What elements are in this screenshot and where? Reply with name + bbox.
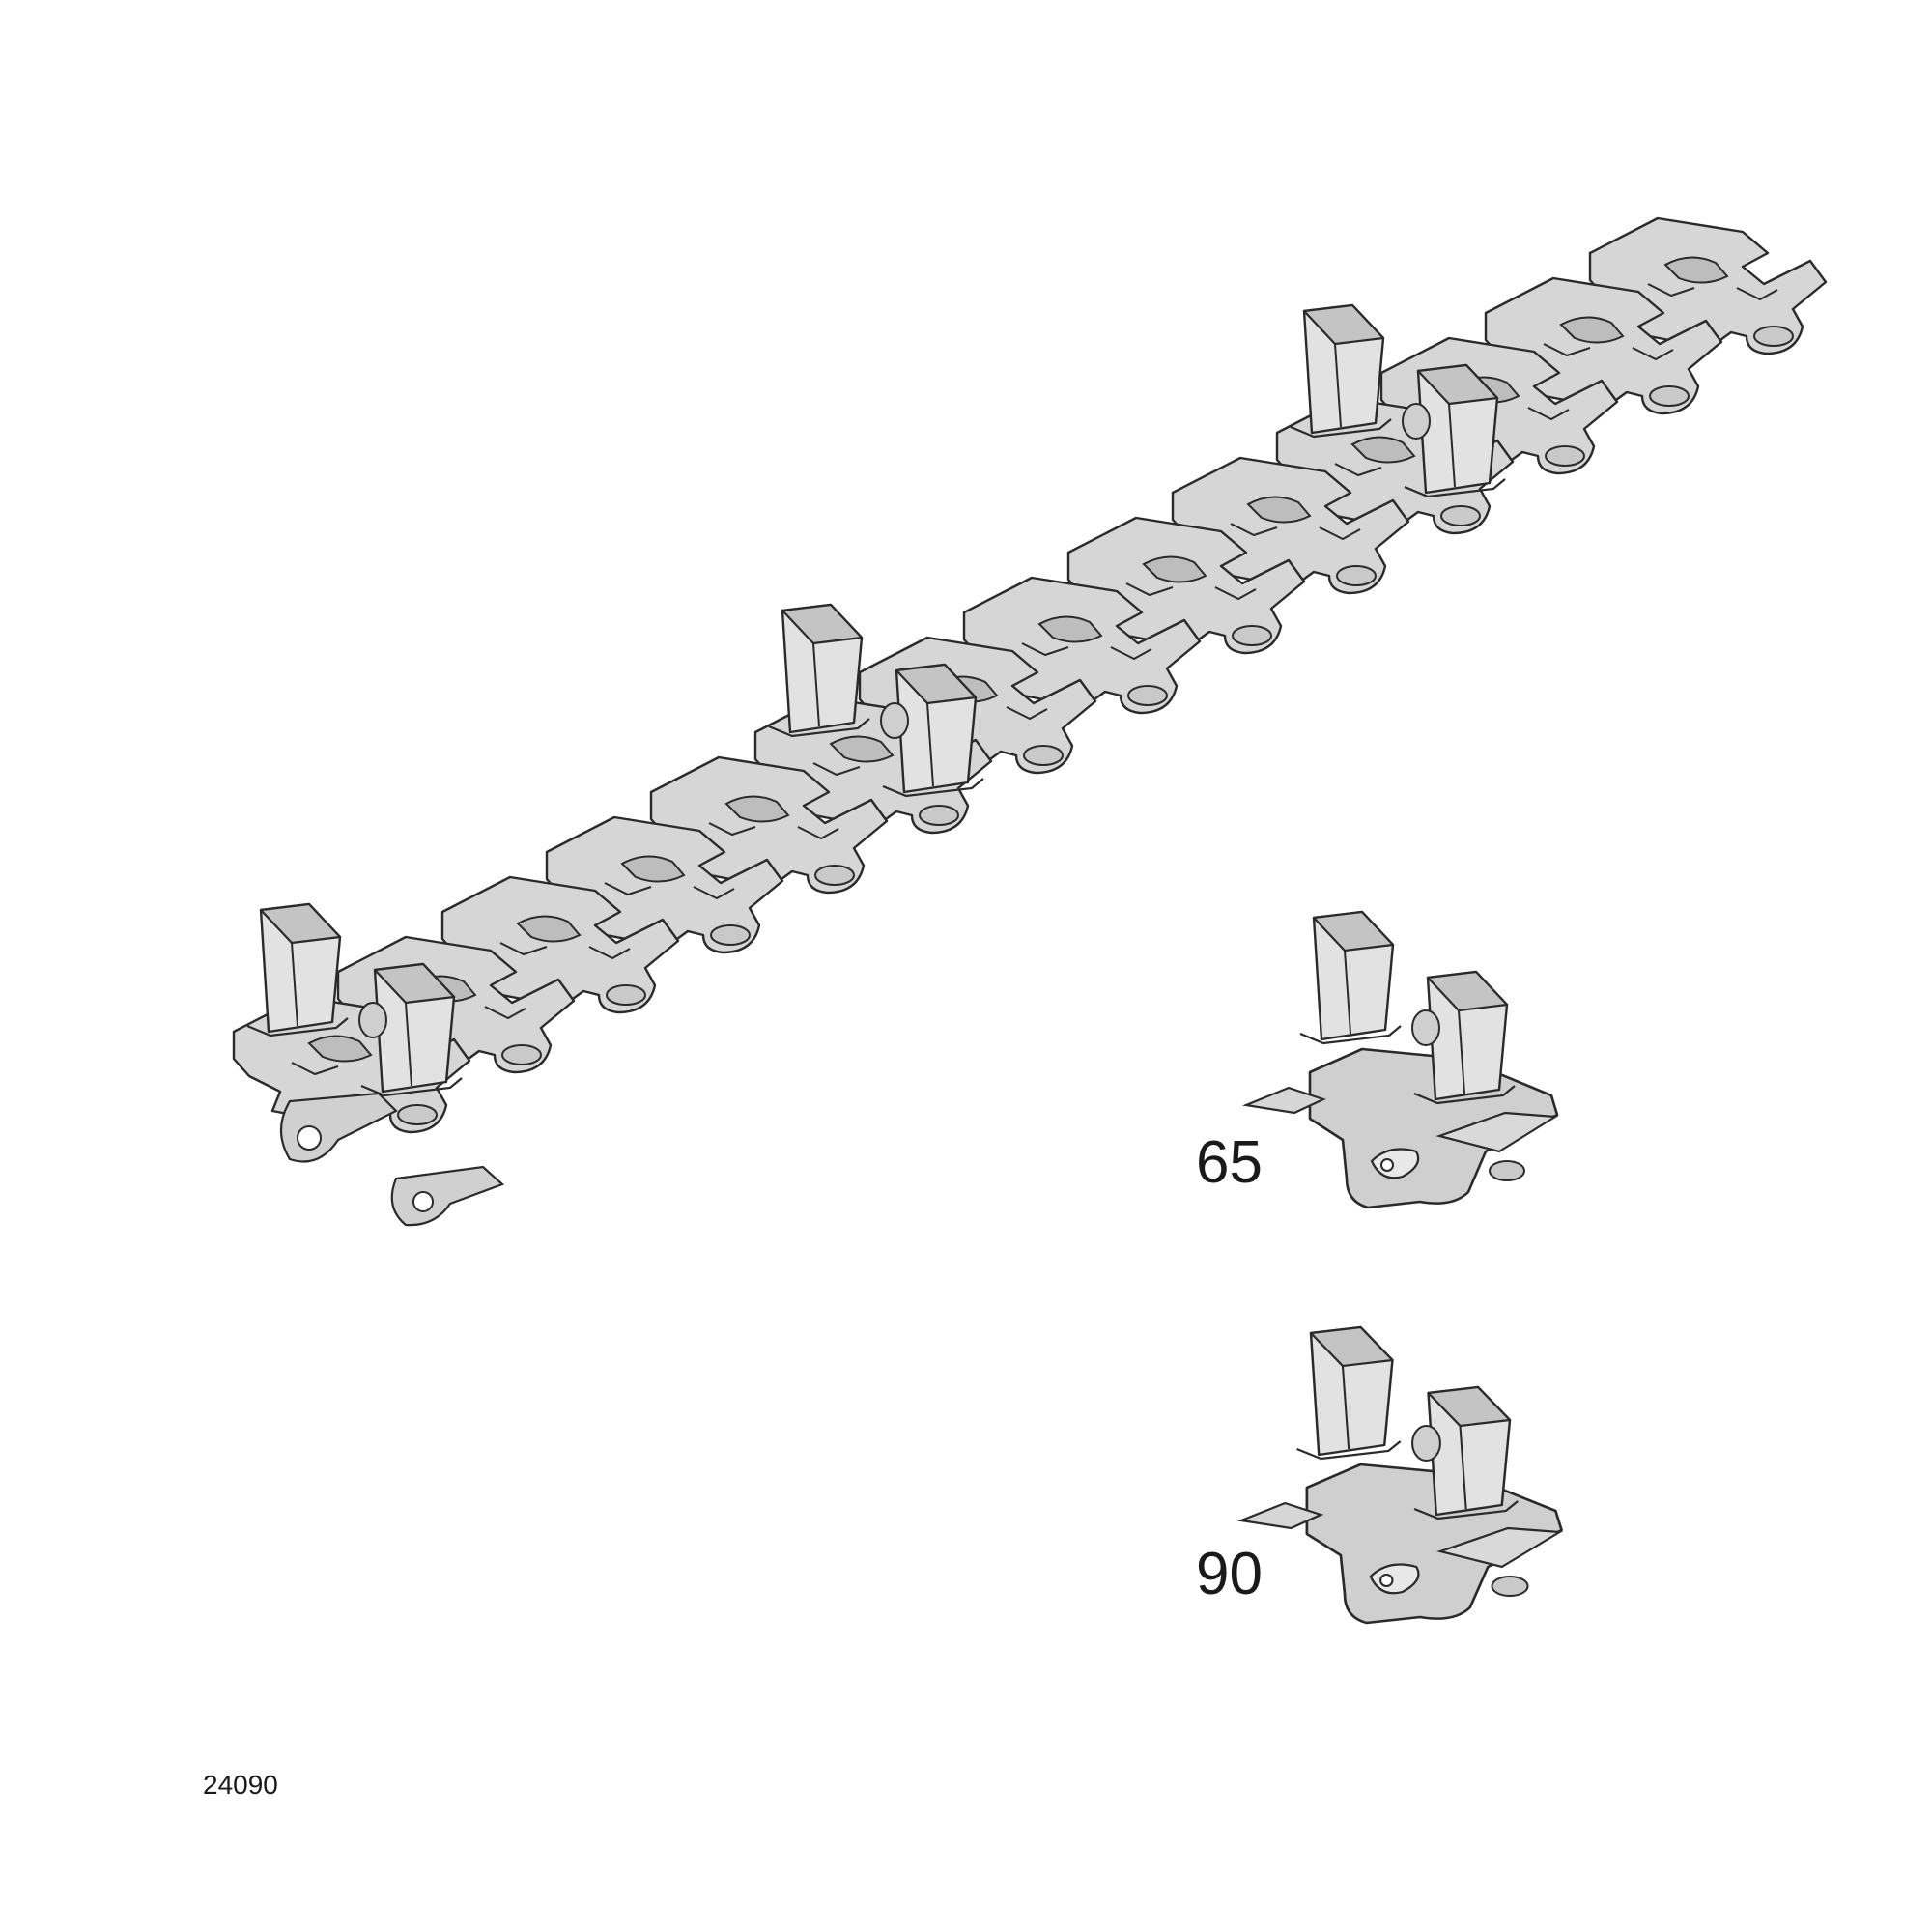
end-hinge <box>280 1092 505 1227</box>
module-90-detail <box>1241 1327 1562 1623</box>
module-65-detail <box>1246 912 1557 1208</box>
drawing-reference-number: 24090 <box>203 1770 278 1800</box>
variant-65-label: 65 <box>1196 1129 1263 1196</box>
variant-90-label: 90 <box>1196 1541 1263 1607</box>
chain-strip <box>232 216 1828 1227</box>
